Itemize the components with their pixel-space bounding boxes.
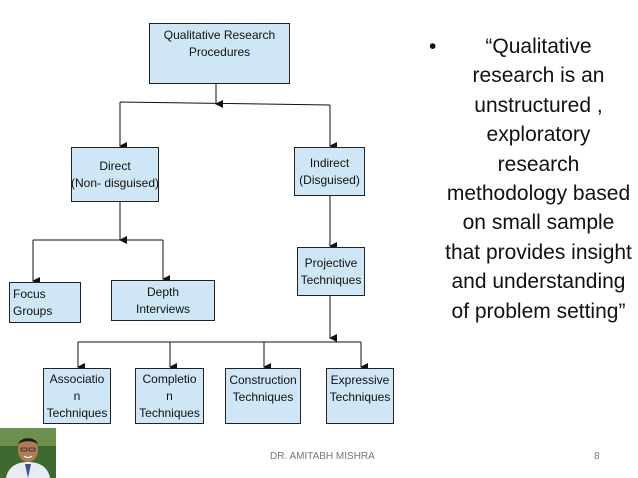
- focus-label-line1: Focus: [13, 286, 46, 301]
- bullet-icon: •: [429, 35, 437, 58]
- direct-label-line1: Direct: [99, 158, 131, 173]
- indirect-label-line2: (Disguised): [299, 172, 360, 187]
- completion-techniques-node: Completio n Techniques: [135, 368, 204, 424]
- presenter-photo: [0, 428, 56, 478]
- root-label-line2: Procedures: [188, 45, 251, 59]
- construction-techniques-node: Construction Techniques: [225, 368, 301, 424]
- page-number: 8: [594, 451, 600, 462]
- association-label-line2: n: [73, 388, 81, 403]
- construction-label-line1: Construction: [229, 373, 297, 387]
- focus-label-line2: Groups: [13, 303, 53, 318]
- projective-techniques-node: Projective Techniques: [297, 247, 365, 296]
- indirect-node: Indirect (Disguised): [294, 147, 365, 196]
- footer-author: DR. AMITABH MISHRA: [270, 451, 375, 462]
- association-label-line3: Techniques: [46, 405, 108, 420]
- indirect-label-line1: Indirect: [309, 155, 350, 170]
- definition-quote: • “Qualitative research is an unstructur…: [420, 32, 634, 326]
- association-techniques-node: Associatio n Techniques: [43, 368, 111, 424]
- expressive-label-line1: Expressive: [330, 373, 390, 387]
- association-label-line1: Associatio: [49, 371, 105, 386]
- direct-node: Direct (Non- disguised): [71, 147, 159, 202]
- completion-label-line3: Techniques: [139, 405, 200, 420]
- focus-groups-node: Focus Groups: [9, 282, 81, 323]
- quote-text: “Qualitative research is an unstructured…: [445, 35, 632, 323]
- completion-label-line1: Completio: [142, 371, 197, 386]
- root-label-line1: Qualitative Research: [163, 28, 276, 42]
- expressive-techniques-node: Expressive Techniques: [326, 368, 394, 424]
- depth-label-line2: Interviews: [135, 301, 191, 316]
- projective-label-line1: Projective: [304, 255, 358, 270]
- depth-interviews-node: Depth Interviews: [111, 280, 215, 321]
- depth-label-line1: Depth: [146, 284, 180, 299]
- direct-label-line2: (Non- disguised): [70, 175, 160, 190]
- root-node: Qualitative Research Procedures: [149, 23, 290, 84]
- construction-label-line2: Techniques: [232, 390, 294, 404]
- projective-label-line2: Techniques: [300, 272, 362, 287]
- completion-label-line2: n: [166, 388, 173, 403]
- expressive-label-line2: Techniques: [329, 390, 391, 404]
